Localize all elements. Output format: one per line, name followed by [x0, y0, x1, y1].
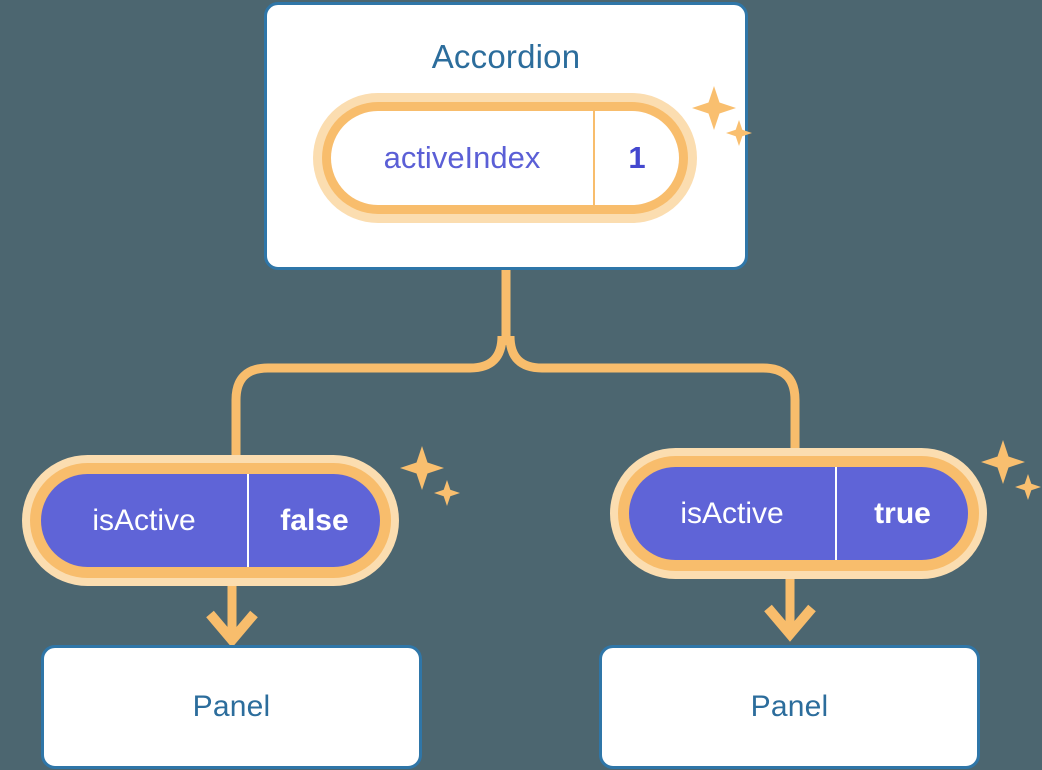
panel-title-right: Panel	[750, 690, 829, 723]
connector-fork-right	[505, 335, 800, 465]
state-pill-activeindex[interactable]: activeIndex 1	[313, 93, 697, 223]
state-pill-ring: activeIndex 1	[322, 102, 688, 214]
prop-pill-inner-right: isActive true	[629, 467, 968, 560]
arrow-down-icon-right	[764, 579, 816, 642]
state-pill-key: activeIndex	[331, 111, 595, 205]
prop-pill-isactive-left[interactable]: isActive false	[22, 455, 399, 586]
state-pill-inner: activeIndex 1	[331, 111, 679, 205]
prop-pill-isactive-right[interactable]: isActive true	[610, 448, 987, 579]
panel-component-card-left[interactable]: Panel	[41, 645, 422, 769]
prop-pill-ring-right: isActive true	[618, 456, 979, 571]
prop-pill-value-left: false	[280, 503, 349, 537]
connector-fork	[231, 335, 507, 465]
arrow-down-icon-left	[206, 586, 258, 648]
prop-pill-ring-left: isActive false	[30, 463, 391, 578]
panel-title-left: Panel	[192, 690, 271, 723]
prop-pill-key-right: isActive	[629, 467, 837, 560]
panel-component-card-right[interactable]: Panel	[599, 645, 980, 769]
sparkles-icon	[400, 446, 460, 506]
state-pill-value: 1	[628, 140, 646, 175]
prop-pill-inner-left: isActive false	[41, 474, 380, 567]
accordion-title: Accordion	[431, 38, 581, 75]
sparkles-icon	[981, 440, 1041, 500]
prop-pill-key-left: isActive	[41, 474, 249, 567]
prop-pill-value-right: true	[874, 496, 931, 530]
